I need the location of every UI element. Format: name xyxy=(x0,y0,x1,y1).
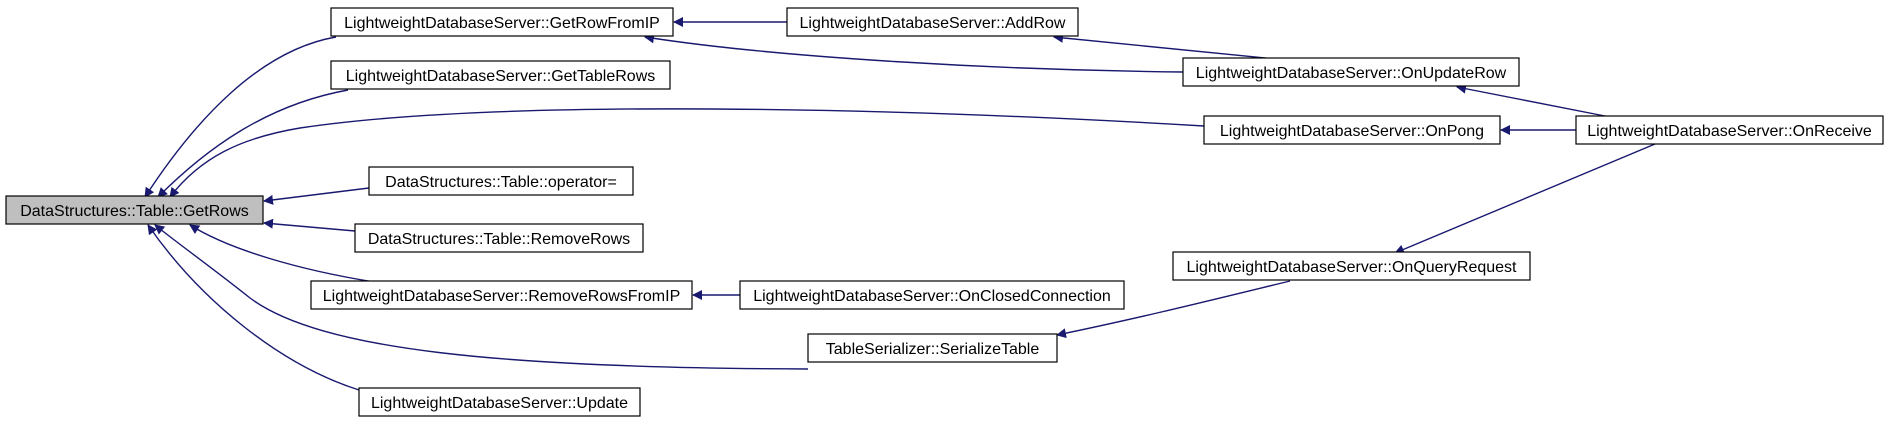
root-node: DataStructures::Table::GetRows xyxy=(5,195,264,225)
node-label: DataStructures::Table::GetRows xyxy=(20,203,249,220)
edge-n6-to-n0 xyxy=(154,224,809,370)
node-box[interactable] xyxy=(1172,251,1531,281)
edge-n2-to-n0 xyxy=(157,89,349,198)
node-label: LightweightDatabaseServer::OnClosedConne… xyxy=(753,288,1111,305)
node-label: LightweightDatabaseServer::OnUpdateRow xyxy=(1196,65,1507,82)
node-label: LightweightDatabaseServer::GetTableRows xyxy=(346,68,656,85)
node-label: DataStructures::Table::operator= xyxy=(385,174,617,191)
node-box[interactable] xyxy=(1203,115,1501,145)
edge-n9-to-n8 xyxy=(1053,32,1276,60)
edge-n5-to-n0 xyxy=(189,224,375,283)
edge-n1-to-n0 xyxy=(144,36,337,198)
node-box[interactable] xyxy=(368,166,634,196)
edge-n7-to-n0 xyxy=(147,224,360,391)
node-label: LightweightDatabaseServer::OnQueryReques… xyxy=(1187,259,1518,276)
node-label: LightweightDatabaseServer::OnReceive xyxy=(1587,123,1872,140)
edge-n10-to-n0 xyxy=(169,108,1205,198)
function-node[interactable]: LightweightDatabaseServer::OnUpdateRow xyxy=(1182,57,1520,87)
function-node[interactable]: LightweightDatabaseServer::RemoveRowsFro… xyxy=(310,280,693,310)
function-node[interactable]: LightweightDatabaseServer::Update xyxy=(358,387,641,417)
function-node[interactable]: LightweightDatabaseServer::AddRow xyxy=(786,7,1079,37)
node-box[interactable] xyxy=(807,333,1058,363)
node-label: LightweightDatabaseServer::GetRowFromIP xyxy=(344,15,660,32)
nodes-layer: DataStructures::Table::GetRowsLightweigh… xyxy=(5,7,1884,417)
node-label: TableSerializer::SerializeTable xyxy=(826,341,1040,358)
edge-n13-to-n6 xyxy=(1056,280,1291,339)
edge-n11-to-n9 xyxy=(1456,83,1611,118)
node-label: LightweightDatabaseServer::OnPong xyxy=(1220,123,1484,140)
function-node[interactable]: TableSerializer::SerializeTable xyxy=(807,333,1058,363)
node-box[interactable] xyxy=(330,60,671,90)
function-node[interactable]: DataStructures::Table::operator= xyxy=(368,166,634,196)
node-label: LightweightDatabaseServer::AddRow xyxy=(800,15,1066,32)
function-node[interactable]: LightweightDatabaseServer::OnQueryReques… xyxy=(1172,251,1531,281)
function-node[interactable]: LightweightDatabaseServer::OnClosedConne… xyxy=(739,280,1125,310)
edge-n9-to-n1 xyxy=(644,33,1184,73)
function-node[interactable]: LightweightDatabaseServer::OnReceive xyxy=(1575,115,1884,145)
function-node[interactable]: DataStructures::Table::RemoveRows xyxy=(354,223,644,253)
node-label: DataStructures::Table::RemoveRows xyxy=(368,231,630,248)
function-node[interactable]: LightweightDatabaseServer::GetRowFromIP xyxy=(330,7,674,37)
function-node[interactable]: LightweightDatabaseServer::GetTableRows xyxy=(330,60,671,90)
edge-n4-to-n0 xyxy=(263,218,356,232)
node-box[interactable] xyxy=(1182,57,1520,87)
node-box[interactable] xyxy=(330,7,674,37)
node-box[interactable] xyxy=(358,387,641,417)
node-box[interactable] xyxy=(786,7,1079,37)
node-box[interactable] xyxy=(354,223,644,253)
edges-layer xyxy=(144,17,1656,391)
node-box[interactable] xyxy=(1575,115,1884,145)
node-box xyxy=(5,195,264,225)
node-box[interactable] xyxy=(739,280,1125,310)
edge-n11-to-n13 xyxy=(1394,143,1656,255)
function-node[interactable]: LightweightDatabaseServer::OnPong xyxy=(1203,115,1501,145)
node-label: LightweightDatabaseServer::RemoveRowsFro… xyxy=(323,288,680,305)
node-label: LightweightDatabaseServer::Update xyxy=(371,395,628,412)
edge-n3-to-n0 xyxy=(263,187,370,205)
node-box[interactable] xyxy=(310,280,693,310)
